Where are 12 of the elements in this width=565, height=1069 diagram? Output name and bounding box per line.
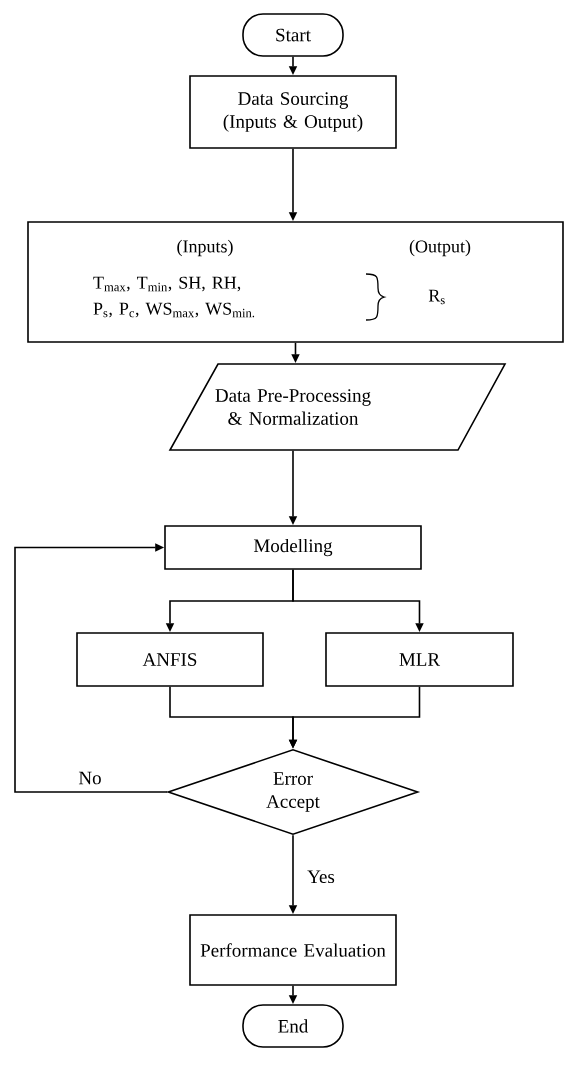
variable-list: T$_{max}$, T$_{min}$, SH, RH, P$_{s}$, P$_{c}$, WS$_{max}$, WS$_{min.}$ (93, 276, 255, 318)
edge-label: No (77, 770, 103, 786)
process-box: ANFIS (76, 632, 264, 687)
output-symbol: R$_{s}$ (428, 289, 445, 305)
heading: (Inputs) (177, 239, 233, 257)
edge-label: Yes (306, 869, 336, 885)
process-box: Modelling (164, 525, 422, 570)
process-box: MLR (325, 632, 514, 687)
process-box: Performance Evaluation (189, 914, 397, 986)
process-box: Data Sourcing (Inputs & Output) (189, 75, 397, 149)
arrow (14, 543, 168, 793)
heading: (Output) (409, 239, 471, 257)
